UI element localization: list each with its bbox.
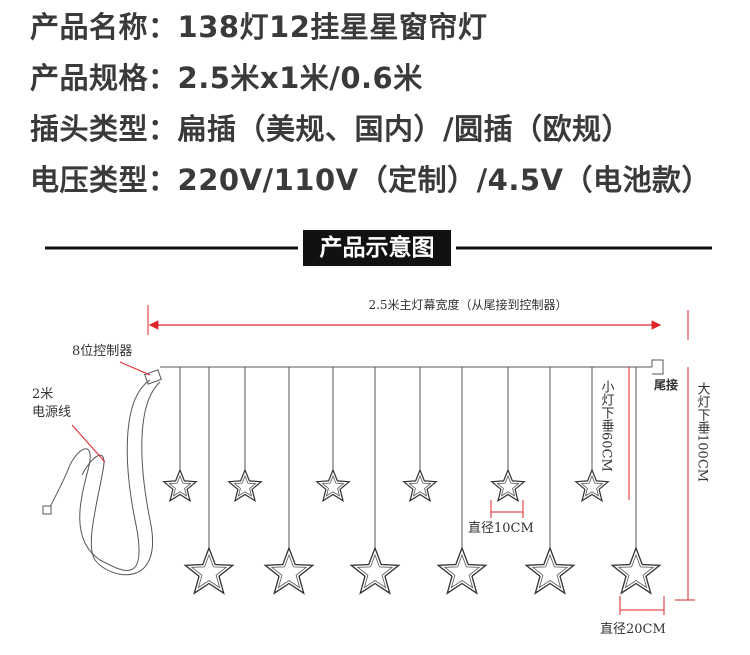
tail-connector xyxy=(651,359,664,375)
power-cord-label-length: 2米 xyxy=(32,387,53,402)
small-star-inner xyxy=(168,474,192,497)
controller-pointer xyxy=(119,361,151,376)
large-star xyxy=(349,546,401,595)
small-star xyxy=(402,468,438,503)
spec-plug-type: 插头类型：扁插（美规、国内）/圆插（欧规） xyxy=(30,106,631,148)
small-star-inner xyxy=(321,474,345,497)
small-drop-label: 小灯下垂60CM xyxy=(599,380,615,472)
light-drops xyxy=(162,367,662,595)
small-star-inner xyxy=(496,474,520,497)
spec-key: 电压类型： xyxy=(30,163,178,197)
large-star-inner xyxy=(356,553,394,589)
small-star xyxy=(227,468,263,503)
power-cord-pointer xyxy=(71,424,106,463)
small-star-inner xyxy=(408,474,432,497)
large-star-inner xyxy=(617,553,655,589)
controller-label: 8位控制器 xyxy=(72,344,132,359)
power-cord-back xyxy=(81,381,161,576)
spec-value: 2.5米x1米/0.6米 xyxy=(177,61,423,95)
spec-key: 产品规格： xyxy=(30,61,178,95)
large-star xyxy=(436,546,488,595)
large-star xyxy=(183,546,235,595)
spec-voltage-type: 电压类型：220V/110V（定制）/4.5V（电池款） xyxy=(30,157,711,199)
small-star xyxy=(574,468,610,503)
section-banner: 产品示意图 xyxy=(303,230,451,266)
small-star-inner xyxy=(233,474,257,497)
spec-key: 插头类型： xyxy=(30,112,178,146)
large-diameter-label: 直径20CM xyxy=(600,622,666,637)
small-star-inner xyxy=(580,474,604,497)
spec-value: 220V/110V（定制）/4.5V（电池款） xyxy=(177,163,711,197)
large-star xyxy=(524,546,576,595)
spec-value: 扁插（美规、国内）/圆插（欧规） xyxy=(177,112,632,146)
power-cord xyxy=(47,379,151,571)
tail-label: 尾接 xyxy=(654,377,678,392)
large-star xyxy=(263,546,315,595)
small-star xyxy=(490,468,526,503)
spec-value: 138灯12挂星星窗帘灯 xyxy=(177,10,488,44)
large-star xyxy=(610,546,662,595)
large-star-inner xyxy=(531,553,569,589)
large-star-inner xyxy=(190,553,228,589)
spec-key: 产品名称： xyxy=(30,10,178,44)
width-label: 2.5米主灯幕宽度（从尾接到控制器） xyxy=(368,297,567,312)
small-star xyxy=(315,468,351,503)
large-drop-label: 大灯下垂100CM xyxy=(695,382,711,482)
plug-icon xyxy=(42,505,52,515)
small-star xyxy=(162,468,198,503)
spec-product-size: 产品规格：2.5米x1米/0.6米 xyxy=(30,55,423,97)
large-star-inner xyxy=(443,553,481,589)
power-cord-label-name: 电源线 xyxy=(32,405,71,420)
large-star-inner xyxy=(270,553,308,589)
small-diameter-label: 直径10CM xyxy=(468,521,534,536)
spec-product-name: 产品名称：138灯12挂星星窗帘灯 xyxy=(30,4,487,46)
